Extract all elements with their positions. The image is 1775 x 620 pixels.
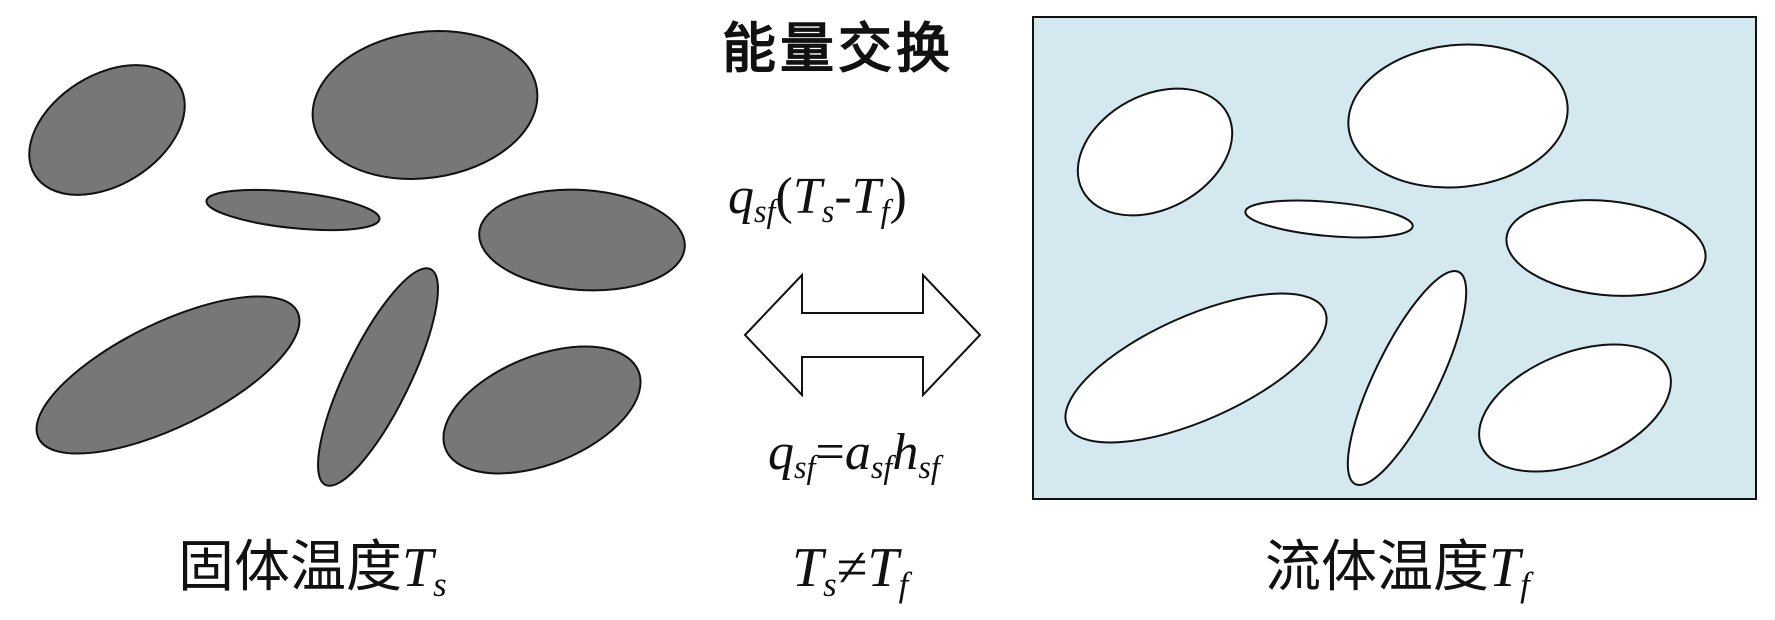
- energy-exchange-title: 能量交换: [722, 17, 954, 80]
- double-arrow-icon: [743, 272, 982, 398]
- solid-particle: [442, 345, 642, 475]
- solid-particle: [311, 30, 539, 180]
- coef-a-subscript: sf: [870, 449, 893, 486]
- pore: [1505, 199, 1707, 297]
- inequality-sign: ≠: [836, 537, 868, 599]
- coef-h: h: [892, 424, 919, 481]
- pore: [1478, 343, 1672, 473]
- fluid-phase-panel: [1032, 16, 1757, 500]
- flux-open-paren: (: [775, 168, 793, 225]
- pore: [1076, 87, 1234, 217]
- solid-particle: [205, 188, 381, 232]
- pore: [1064, 292, 1328, 444]
- solid-temperature-subscript: s: [433, 564, 447, 604]
- flux-minus: -: [834, 168, 852, 225]
- coef-h-subscript: sf: [918, 449, 940, 486]
- solid-temperature-symbol: T: [402, 537, 434, 599]
- flux-t-fluid-subscript: f: [880, 193, 890, 230]
- coef-equals: =: [815, 424, 845, 481]
- heat-coefficient-expression: qsf=asfhsf: [768, 424, 940, 484]
- flux-t-solid-subscript: s: [821, 193, 835, 230]
- fluid-temperature-symbol: T: [1489, 537, 1521, 599]
- inequality-t-solid-subscript: s: [823, 564, 837, 604]
- solid-particle: [317, 267, 439, 487]
- pore: [1346, 270, 1468, 486]
- solid-temperature-text: 固体温度: [178, 535, 402, 600]
- solid-particle: [478, 188, 686, 292]
- flux-t-fluid: T: [851, 168, 881, 225]
- flux-q: q: [728, 168, 754, 225]
- solid-phase-panel: [28, 30, 686, 487]
- solid-particle: [28, 64, 186, 196]
- coef-q-subscript: sf: [794, 449, 816, 486]
- inequality-t-fluid: T: [867, 537, 899, 599]
- flux-q-subscript: sf: [754, 193, 776, 230]
- pore: [1244, 199, 1414, 239]
- coef-q: q: [768, 424, 794, 481]
- fluid-temperature-label: 流体温度Tf: [1265, 537, 1530, 602]
- fluid-temperature-text: 流体温度: [1265, 535, 1489, 600]
- inequality-t-solid: T: [792, 537, 824, 599]
- inequality-t-fluid-subscript: f: [898, 564, 909, 604]
- fluid-temperature-subscript: f: [1520, 564, 1530, 604]
- pore: [1347, 43, 1569, 189]
- flux-t-solid: T: [792, 168, 822, 225]
- flux-close-paren: ): [889, 168, 907, 225]
- temperature-inequality-label: Ts≠Tf: [792, 537, 908, 602]
- coef-a: a: [844, 424, 871, 481]
- solid-particle: [35, 295, 301, 455]
- solid-temperature-label: 固体温度Ts: [178, 537, 447, 602]
- heat-flux-expression: qsf(Ts-Tf): [728, 168, 907, 228]
